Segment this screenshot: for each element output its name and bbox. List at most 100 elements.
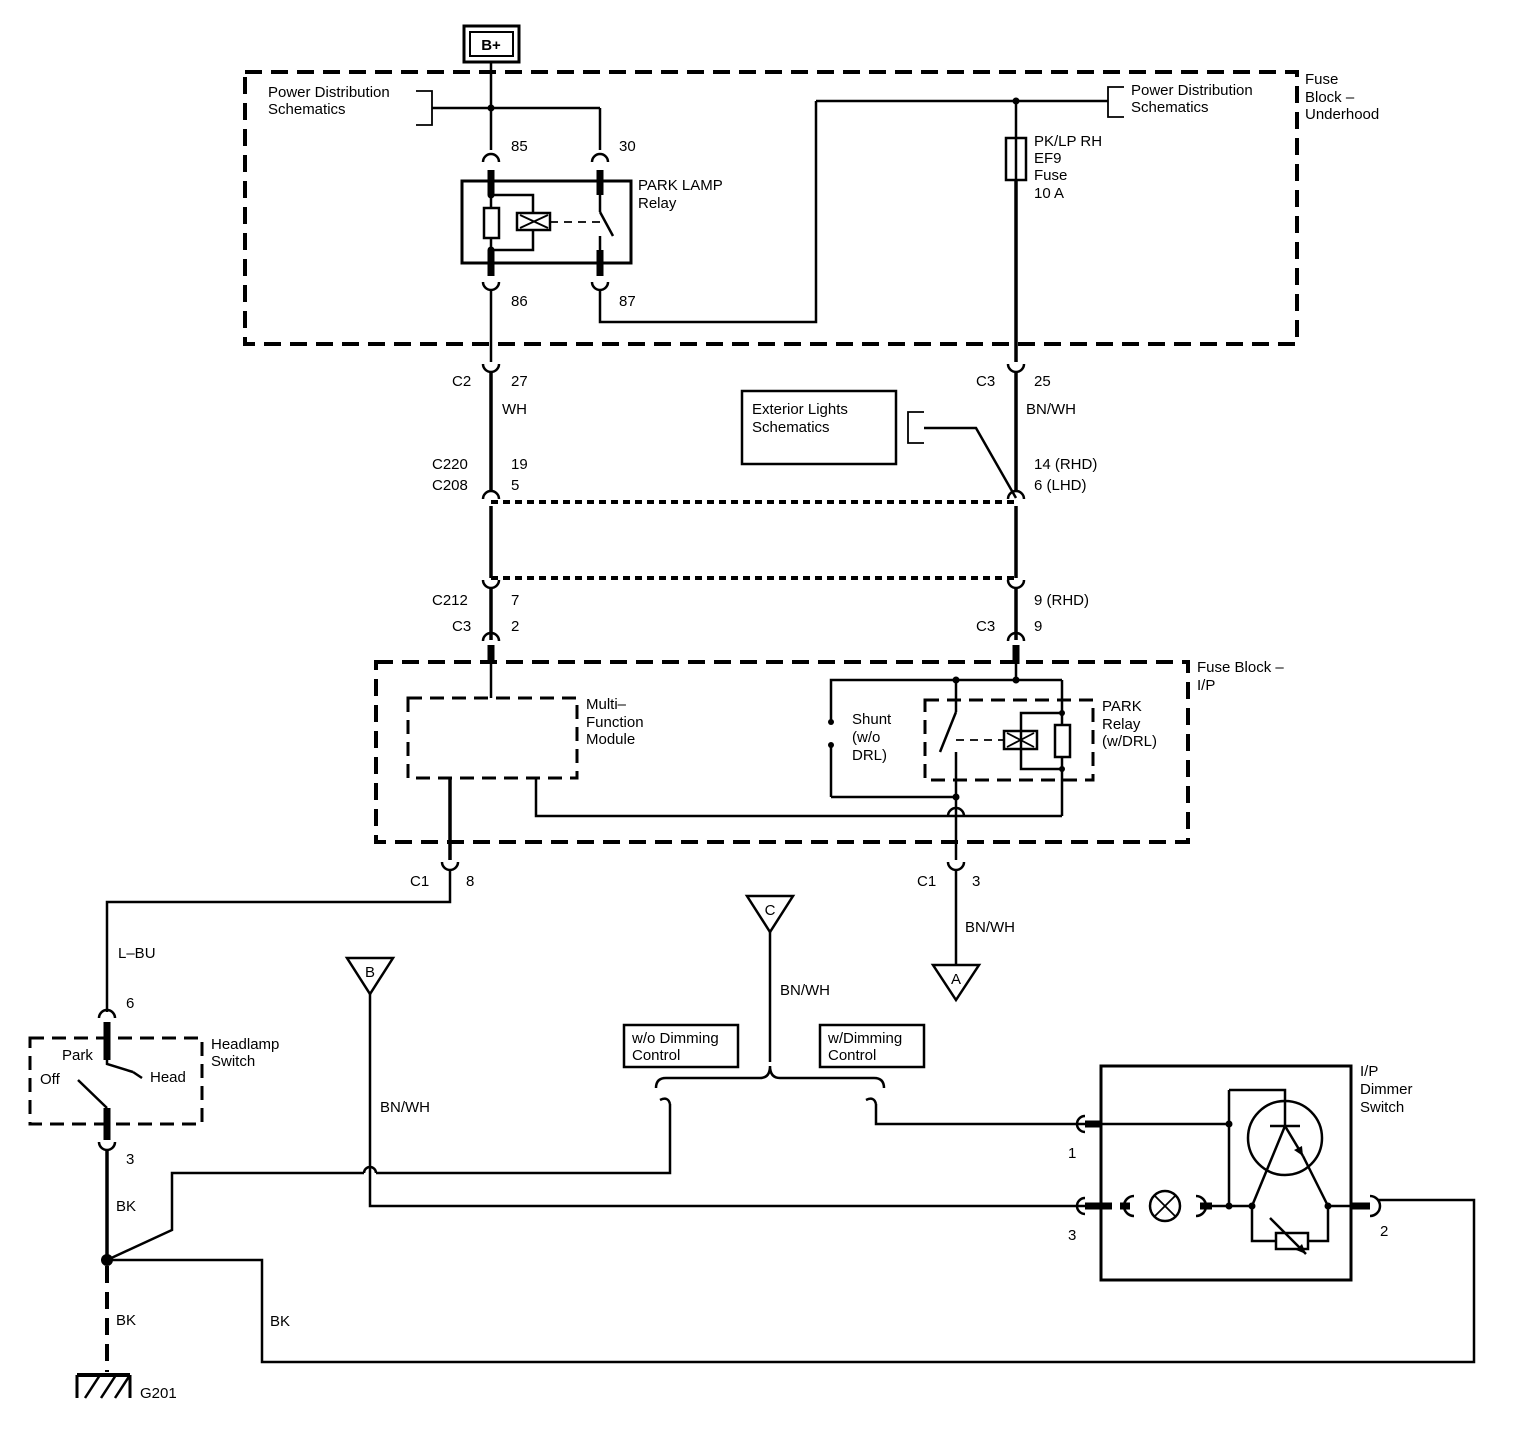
- ip-dimmer-switch: I/P Dimmer Switch 1 3: [1068, 1063, 1413, 1282]
- svg-text:Schematics: Schematics: [752, 419, 830, 436]
- svg-text:w/Dimming: w/Dimming: [827, 1030, 902, 1047]
- offpage-connector-a: A: [930, 963, 982, 1003]
- svg-text:C1: C1: [917, 873, 936, 890]
- option-wo-dimming: w/o Dimming Control: [622, 1023, 740, 1069]
- battery-positive: B+: [462, 24, 521, 64]
- shunt-and-park-relay: Shunt (w/o DRL) PARK Relay (w/DRL): [828, 664, 1157, 860]
- svg-text:3: 3: [972, 873, 980, 890]
- svg-text:DRL): DRL): [852, 747, 887, 764]
- svg-text:w/o Dimming: w/o Dimming: [631, 1030, 719, 1047]
- svg-text:Fuse: Fuse: [1034, 167, 1067, 184]
- power-distribution-right-ref: Power Distribution Schematics: [816, 82, 1253, 118]
- svg-text:Power Distribution: Power Distribution: [268, 84, 390, 101]
- svg-text:C220: C220: [432, 456, 468, 473]
- svg-text:I/P: I/P: [1197, 677, 1215, 694]
- svg-text:25: 25: [1034, 373, 1051, 390]
- svg-text:WH: WH: [502, 401, 527, 418]
- svg-text:2: 2: [1380, 1223, 1388, 1240]
- svg-text:C212: C212: [432, 592, 468, 609]
- fuse-block-ip-label: Fuse Block – I/P: [1197, 659, 1284, 694]
- svg-text:85: 85: [511, 138, 528, 155]
- svg-text:5: 5: [511, 477, 519, 494]
- svg-text:Off: Off: [40, 1071, 61, 1088]
- svg-text:C: C: [765, 902, 776, 919]
- svg-text:6: 6: [126, 995, 134, 1012]
- svg-text:Block –: Block –: [1305, 89, 1355, 106]
- svg-text:Relay: Relay: [638, 195, 677, 212]
- wire-87-feed: [598, 101, 818, 324]
- svg-text:Function: Function: [586, 714, 644, 731]
- svg-text:I/P: I/P: [1360, 1063, 1378, 1080]
- fuse-block-ip-border: [374, 660, 1190, 844]
- svg-text:B+: B+: [481, 37, 501, 54]
- svg-text:Switch: Switch: [1360, 1099, 1404, 1116]
- ground-g201: G201: [75, 1373, 177, 1402]
- svg-text:10 A: 10 A: [1034, 185, 1064, 202]
- svg-text:Power Distribution: Power Distribution: [1131, 82, 1253, 99]
- svg-text:Control: Control: [632, 1047, 680, 1064]
- svg-text:L–BU: L–BU: [118, 945, 156, 962]
- svg-text:A: A: [951, 971, 961, 988]
- svg-text:Control: Control: [828, 1047, 876, 1064]
- svg-text:14 (RHD): 14 (RHD): [1034, 456, 1097, 473]
- svg-text:(w/DRL): (w/DRL): [1102, 733, 1157, 750]
- svg-text:BN/WH: BN/WH: [780, 982, 830, 999]
- svg-text:Schematics: Schematics: [1131, 99, 1209, 116]
- svg-text:BK: BK: [270, 1313, 290, 1330]
- svg-text:Dimmer: Dimmer: [1360, 1081, 1413, 1098]
- svg-text:B: B: [365, 964, 375, 981]
- svg-text:1: 1: [1068, 1145, 1076, 1162]
- svg-text:PARK: PARK: [1102, 698, 1142, 715]
- svg-text:Shunt: Shunt: [852, 711, 892, 728]
- svg-text:C3: C3: [452, 618, 471, 635]
- svg-text:87: 87: [619, 293, 636, 310]
- svg-text:19: 19: [511, 456, 528, 473]
- svg-text:7: 7: [511, 592, 519, 609]
- svg-text:Multi–: Multi–: [586, 696, 627, 713]
- svg-text:3: 3: [126, 1151, 134, 1168]
- svg-text:C2: C2: [452, 373, 471, 390]
- svg-text:PK/LP RH: PK/LP RH: [1034, 133, 1102, 150]
- svg-text:9: 9: [1034, 618, 1042, 635]
- wire-bk-3: [107, 1198, 1476, 1364]
- svg-text:BK: BK: [116, 1198, 136, 1215]
- svg-text:Headlamp: Headlamp: [211, 1036, 279, 1053]
- svg-text:2: 2: [511, 618, 519, 635]
- svg-text:(w/o: (w/o: [852, 729, 880, 746]
- svg-text:C1: C1: [410, 873, 429, 890]
- option-brace: [654, 1065, 886, 1089]
- svg-text:Module: Module: [586, 731, 635, 748]
- svg-text:Fuse: Fuse: [1305, 71, 1338, 88]
- svg-text:BN/WH: BN/WH: [1026, 401, 1076, 418]
- headlamp-switch: 6 Park Off Head Headlamp Switch 3: [28, 995, 279, 1168]
- svg-text:PARK LAMP: PARK LAMP: [638, 177, 723, 194]
- svg-text:C3: C3: [976, 618, 995, 635]
- wire-lbu: [105, 870, 452, 1012]
- fuse-ef9: PK/LP RH EF9 Fuse 10 A: [1004, 97, 1102, 362]
- fuse-block-underhood-border: [243, 70, 1299, 346]
- svg-text:6 (LHD): 6 (LHD): [1034, 477, 1087, 494]
- svg-text:27: 27: [511, 373, 528, 390]
- offpage-connector-c: C: [744, 894, 796, 935]
- svg-text:Fuse Block –: Fuse Block –: [1197, 659, 1284, 676]
- svg-text:EF9: EF9: [1034, 150, 1062, 167]
- svg-text:30: 30: [619, 138, 636, 155]
- svg-text:Exterior Lights: Exterior Lights: [752, 401, 848, 418]
- svg-text:Park: Park: [62, 1047, 93, 1064]
- park-lamp-relay: PARK LAMP Relay: [460, 170, 723, 276]
- svg-text:3: 3: [1068, 1227, 1076, 1244]
- exterior-lights-ref: Exterior Lights Schematics: [740, 389, 1018, 499]
- svg-text:BN/WH: BN/WH: [965, 919, 1015, 936]
- svg-text:C208: C208: [432, 477, 468, 494]
- svg-text:Switch: Switch: [211, 1053, 255, 1070]
- svg-text:Underhood: Underhood: [1305, 106, 1379, 123]
- option-w-dimming: w/Dimming Control: [818, 1023, 926, 1069]
- svg-text:G201: G201: [140, 1385, 177, 1402]
- fuse-block-underhood-label: Fuse Block – Underhood: [1305, 71, 1379, 123]
- svg-text:Relay: Relay: [1102, 716, 1141, 733]
- svg-text:8: 8: [466, 873, 474, 890]
- offpage-connector-b: B: [344, 956, 396, 997]
- svg-text:BK: BK: [116, 1312, 136, 1329]
- power-distribution-left-ref: Power Distribution Schematics: [268, 84, 600, 126]
